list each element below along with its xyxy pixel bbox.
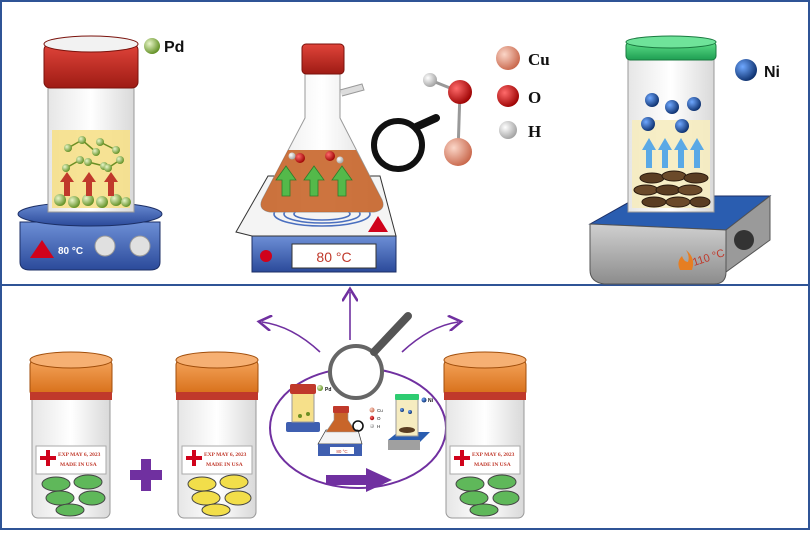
outgoing-arrows bbox=[262, 292, 458, 353]
jar-seal-band bbox=[176, 392, 258, 400]
jar-green-right: EXP MAY 6, 2023 MADE IN USA bbox=[443, 351, 527, 519]
mini-ni-vial: Ni bbox=[388, 394, 434, 450]
jar-cap-top bbox=[29, 351, 113, 369]
cu-atom-icon bbox=[496, 46, 520, 70]
pd-vial-cap-top bbox=[43, 35, 139, 53]
yellow-pills bbox=[187, 474, 252, 517]
jar-seal-band bbox=[444, 392, 526, 400]
svg-text:O: O bbox=[377, 416, 381, 421]
cu-oh-molecule bbox=[423, 73, 472, 166]
jar-label-expiry: EXP MAY 6, 2023 bbox=[58, 452, 101, 458]
h-atom-icon bbox=[499, 121, 517, 139]
oval-magnifier-handle bbox=[370, 312, 412, 356]
ni-atom-icon bbox=[735, 59, 757, 81]
oval-magnifier-icon bbox=[328, 344, 384, 400]
cu-power-indicator-icon bbox=[260, 250, 272, 262]
ni-flame-icon bbox=[678, 250, 694, 270]
green-pills bbox=[455, 474, 520, 517]
pd-atom-icon bbox=[144, 38, 160, 54]
cu-up-arrows bbox=[275, 165, 353, 197]
legend-cu-label: Cu bbox=[528, 50, 550, 69]
pd-knob-icon bbox=[94, 235, 116, 257]
ni-coins bbox=[633, 170, 711, 208]
ni-vial-panel: 110 °C Ni bbox=[588, 35, 780, 285]
mini-pd-vial: Pd bbox=[286, 384, 331, 432]
pd-particles bbox=[62, 136, 124, 172]
cu-temperature: 80 °C bbox=[316, 249, 351, 265]
jar-cap-top bbox=[175, 351, 259, 369]
pd-hotplate-body bbox=[19, 221, 161, 271]
o-atom-icon bbox=[497, 85, 519, 107]
medical-cross-icon bbox=[454, 450, 470, 466]
mini-cu-flask: 80 °C Cu O H bbox=[317, 406, 383, 456]
pd-knob-icon bbox=[129, 235, 151, 257]
pd-temperature: 80 °C bbox=[58, 246, 83, 257]
pd-heat-warning-icon bbox=[30, 240, 54, 258]
svg-text:Ni: Ni bbox=[428, 398, 434, 404]
cu-temperature-display bbox=[291, 243, 377, 269]
process-oval: Pd 80 °C Cu O H Ni bbox=[269, 312, 447, 489]
green-pills bbox=[41, 474, 106, 517]
ni-up-arrows bbox=[642, 138, 704, 168]
plus-icon bbox=[130, 459, 162, 491]
result-arrow-icon bbox=[326, 468, 392, 492]
pd-vial-panel: 80 °C bbox=[17, 35, 184, 271]
pd-up-arrows bbox=[60, 172, 118, 196]
element-legend: Cu O H bbox=[496, 46, 550, 141]
pd-bottom-particles bbox=[54, 194, 131, 208]
jar-yellow: EXP MAY 6, 2023 MADE IN USA bbox=[175, 351, 259, 519]
svg-text:Pd: Pd bbox=[325, 387, 331, 393]
ni-particles bbox=[641, 93, 701, 133]
magnifier-icon bbox=[371, 114, 440, 172]
cu-molecules bbox=[288, 151, 344, 164]
jar-cap-top bbox=[443, 351, 527, 369]
legend-h-label: H bbox=[528, 122, 541, 141]
ni-knob-icon bbox=[734, 230, 754, 250]
pd-label: Pd bbox=[164, 39, 184, 56]
legend-o-label: O bbox=[528, 88, 541, 107]
cu-heat-warning-icon bbox=[368, 216, 388, 232]
jar-label-expiry: EXP MAY 6, 2023 bbox=[204, 452, 247, 458]
cu-flask-stopper bbox=[301, 43, 345, 75]
jar-label-expiry: EXP MAY 6, 2023 bbox=[472, 452, 515, 458]
svg-text:80 °C: 80 °C bbox=[336, 449, 348, 454]
jar-green-left: EXP MAY 6, 2023 MADE IN USA bbox=[29, 351, 113, 519]
jar-seal-band bbox=[30, 392, 112, 400]
jar-label-origin: MADE IN USA bbox=[474, 462, 511, 468]
svg-text:H: H bbox=[377, 424, 380, 429]
cu-flask-liquid bbox=[261, 150, 383, 212]
cu-side-arm bbox=[339, 83, 365, 97]
cu-flask-panel: 80 °C Cu bbox=[235, 43, 550, 273]
svg-text:Cu: Cu bbox=[377, 408, 383, 413]
medical-cross-icon bbox=[40, 450, 56, 466]
ni-vial-cap-top bbox=[625, 35, 717, 49]
jar-label-origin: MADE IN USA bbox=[60, 462, 97, 468]
medical-cross-icon bbox=[186, 450, 202, 466]
jar-label-origin: MADE IN USA bbox=[206, 462, 243, 468]
ni-label: Ni bbox=[764, 64, 780, 81]
